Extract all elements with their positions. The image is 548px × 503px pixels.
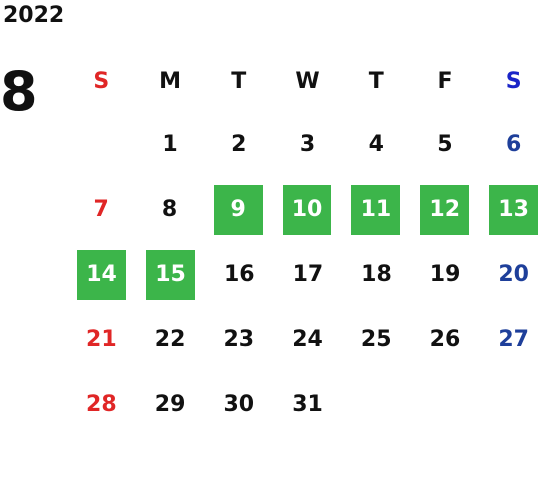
day-cell: 25 (360, 327, 392, 352)
week-row: 28 29 30 31 (67, 372, 548, 437)
month-label: 8 (0, 60, 38, 123)
weekday-thu: T (368, 68, 384, 94)
weekday-wed: W (295, 68, 320, 94)
week-row: 21 22 23 24 25 26 27 (67, 307, 548, 372)
week-row: 1 2 3 4 5 6 (67, 112, 548, 177)
highlighted-day-cell: 14 (77, 249, 126, 300)
day-cell: 24 (292, 327, 323, 352)
day-cell: 4 (368, 132, 384, 157)
day-cell: 16 (223, 262, 255, 287)
day-cell: 19 (429, 262, 461, 287)
day-cell: 8 (161, 197, 178, 222)
day-cell: 6 (506, 132, 522, 157)
day-cell: 27 (498, 327, 529, 352)
day-cell: 18 (361, 262, 392, 287)
day-cell: 20 (498, 262, 529, 287)
day-cell: 23 (223, 327, 255, 352)
weekday-mon: M (159, 68, 182, 94)
empty-day-cell (342, 380, 411, 430)
empty-day-cell (67, 120, 136, 170)
day-cell: 21 (86, 327, 117, 352)
highlighted-day-cell: 12 (420, 184, 470, 235)
highlighted-day-cell: 9 (213, 184, 263, 235)
week-row: 7 8 9 10 11 12 13 (67, 177, 548, 242)
day-cell: 26 (429, 327, 461, 352)
highlighted-day-cell: 11 (351, 184, 401, 235)
day-cell: 30 (223, 392, 255, 417)
day-cell: 1 (162, 132, 178, 157)
day-cell: 2 (231, 132, 247, 157)
weekday-tue: T (231, 68, 247, 94)
highlighted-day-cell: 15 (146, 249, 195, 300)
day-cell: 3 (299, 132, 316, 157)
weekday-sat: S (505, 68, 522, 94)
day-cell: 17 (292, 262, 324, 287)
weekday-fri: F (437, 68, 453, 94)
week-row: 14 15 16 17 18 19 20 (67, 242, 548, 307)
day-cell: 5 (437, 132, 453, 157)
day-cell: 7 (93, 197, 109, 222)
year-label: 2022 (3, 3, 65, 28)
day-cell: 22 (154, 327, 186, 352)
weekday-header: S M T W T F S (67, 50, 548, 112)
empty-day-cell (411, 380, 480, 430)
day-cell: 29 (154, 392, 186, 417)
day-cell: 31 (292, 392, 323, 417)
day-cell: 28 (86, 392, 117, 417)
highlighted-day-cell: 10 (282, 184, 332, 235)
weekday-sun: S (93, 68, 110, 94)
empty-day-cell (479, 380, 548, 430)
highlighted-day-cell: 13 (489, 184, 538, 235)
